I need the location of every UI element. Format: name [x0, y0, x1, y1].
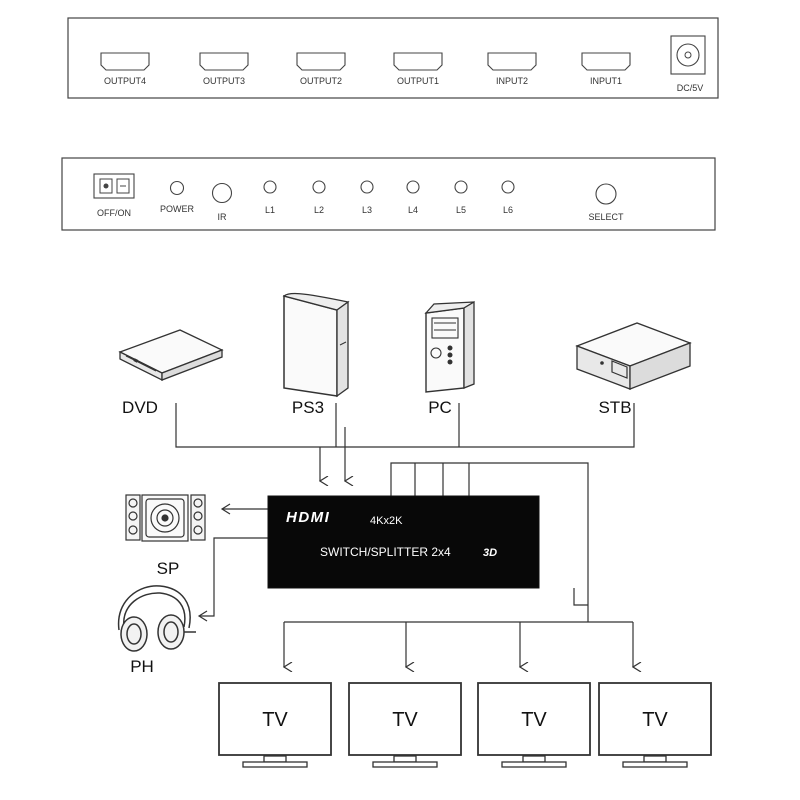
led-label: L1	[265, 205, 275, 215]
dvd-icon	[118, 329, 224, 382]
led-label: L4	[408, 205, 418, 215]
tv-label: TV	[642, 709, 668, 731]
port-label: INPUT1	[590, 76, 622, 86]
led-l4: L4	[406, 180, 420, 215]
switch-label: OFF/ON	[97, 208, 131, 218]
dvd-label: DVD	[122, 398, 158, 417]
led-label: L6	[503, 205, 513, 215]
port-label: OUTPUT2	[300, 76, 342, 86]
port-label: INPUT2	[496, 76, 528, 86]
port-input1: INPUT1	[581, 52, 631, 86]
speaker-icon	[125, 494, 206, 542]
ir-sensor: IR	[211, 182, 233, 222]
power-led: POWER	[160, 180, 195, 214]
output-connection-lines	[284, 462, 633, 667]
led-l3: L3	[360, 180, 374, 215]
stb-icon	[575, 322, 692, 390]
stb-label: STB	[598, 398, 631, 417]
port-output3: OUTPUT3	[199, 52, 249, 86]
tv-label: TV	[392, 709, 418, 731]
port-output4: OUTPUT4	[100, 52, 150, 86]
front-panel: OFF/ON POWER IR L1 L2 L3 L4 L5	[61, 157, 716, 231]
pc-icon	[424, 300, 475, 393]
tv-2: TV	[348, 682, 462, 768]
led-label: L5	[456, 205, 466, 215]
pc-label: PC	[428, 398, 452, 417]
hdmi-switch-splitter: HDMI 4Kx2K SWITCH/SPLITTER 2x4 3D	[267, 495, 540, 589]
headphones-icon	[117, 585, 196, 652]
tv-label: TV	[262, 709, 288, 731]
tv-label: TV	[521, 709, 547, 731]
led-label: L2	[314, 205, 324, 215]
audio-connection-lines	[197, 503, 268, 622]
port-output1: OUTPUT1	[393, 52, 443, 86]
resolution-label: 4Kx2K	[370, 515, 403, 527]
ir-label: IR	[218, 212, 228, 222]
port-label: OUTPUT4	[104, 76, 146, 86]
power-label: POWER	[160, 204, 195, 214]
hdmi-logo: HDMI	[286, 509, 330, 526]
ps3-label: PS3	[292, 398, 324, 417]
ps3-icon	[282, 292, 350, 398]
port-output2: OUTPUT2	[296, 52, 346, 86]
headphones-label: PH	[130, 657, 154, 676]
select-label: SELECT	[588, 212, 624, 222]
tv-3: TV	[477, 682, 591, 768]
speaker-label: SP	[157, 559, 180, 578]
dc-power-port: DC/5V	[670, 35, 706, 93]
input-connection-lines	[175, 403, 635, 481]
power-switch: OFF/ON	[93, 173, 135, 218]
port-label: OUTPUT1	[397, 76, 439, 86]
rear-panel: OUTPUT4 OUTPUT3 OUTPUT2 OUTPUT1 INPUT2 I…	[67, 17, 719, 99]
tv-4: TV	[598, 682, 712, 768]
port-label: OUTPUT3	[203, 76, 245, 86]
3d-badge: 3D	[483, 547, 497, 559]
led-l1: L1	[263, 180, 277, 215]
device-title: SWITCH/SPLITTER 2x4	[320, 545, 451, 559]
dc-power-label: DC/5V	[677, 83, 704, 93]
led-l6: L6	[501, 180, 515, 215]
led-l5: L5	[454, 180, 468, 215]
port-input2: INPUT2	[487, 52, 537, 86]
led-label: L3	[362, 205, 372, 215]
select-button: SELECT	[588, 183, 624, 222]
led-l2: L2	[312, 180, 326, 215]
tv-1: TV	[218, 682, 332, 768]
